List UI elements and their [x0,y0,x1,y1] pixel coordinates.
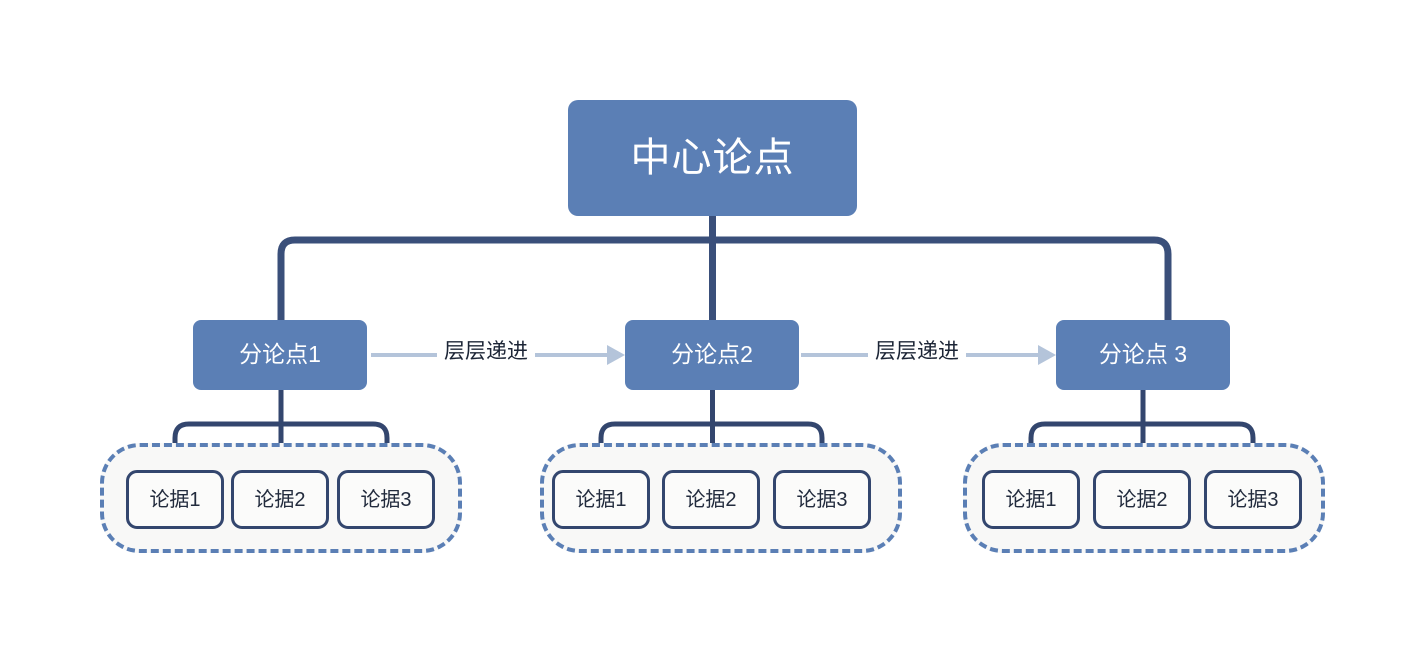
evidence-node-1-3[interactable]: 论据3 [337,470,435,529]
evidence-label-1-2: 论据2 [254,488,306,511]
flow-arrow-head-1 [607,345,625,365]
evidence-node-1-1[interactable]: 论据1 [126,470,224,529]
evidence-label-1-3: 论据3 [360,488,412,511]
evidence-node-2-3[interactable]: 论据3 [773,470,871,529]
sub-argument-node-1[interactable]: 分论点1 [193,320,367,390]
evidence-node-2-1[interactable]: 论据1 [552,470,650,529]
central-thesis-node[interactable]: 中心论点 [568,100,857,216]
evidence-node-2-2[interactable]: 论据2 [662,470,760,529]
sub-argument-node-3[interactable]: 分论点 3 [1056,320,1230,390]
sub-argument-label-3: 分论点 3 [1098,341,1188,368]
sub-argument-label-2: 分论点2 [671,341,753,368]
evidence-label-3-2: 论据2 [1116,488,1168,511]
evidence-node-3-2[interactable]: 论据2 [1093,470,1191,529]
evidence-label-2-2: 论据2 [685,488,737,511]
sub-argument-node-2[interactable]: 分论点2 [625,320,799,390]
sub-argument-label-1: 分论点1 [239,341,321,368]
evidence-label-1-1: 论据1 [149,488,201,511]
central-thesis-label: 中心论点 [630,136,795,180]
connector-main-bus [277,236,1172,320]
evidence-label-2-1: 论据1 [575,488,627,511]
evidence-label-3-1: 论据1 [1005,488,1057,511]
flow-arrow-head-2 [1038,345,1056,365]
evidence-node-3-3[interactable]: 论据3 [1204,470,1302,529]
evidence-node-3-1[interactable]: 论据1 [982,470,1080,529]
evidence-label-2-3: 论据3 [796,488,848,511]
flow-label-2: 层层递进 [868,338,966,366]
evidence-node-1-2[interactable]: 论据2 [231,470,329,529]
evidence-label-3-3: 论据3 [1227,488,1279,511]
flow-label-1: 层层递进 [437,338,535,366]
